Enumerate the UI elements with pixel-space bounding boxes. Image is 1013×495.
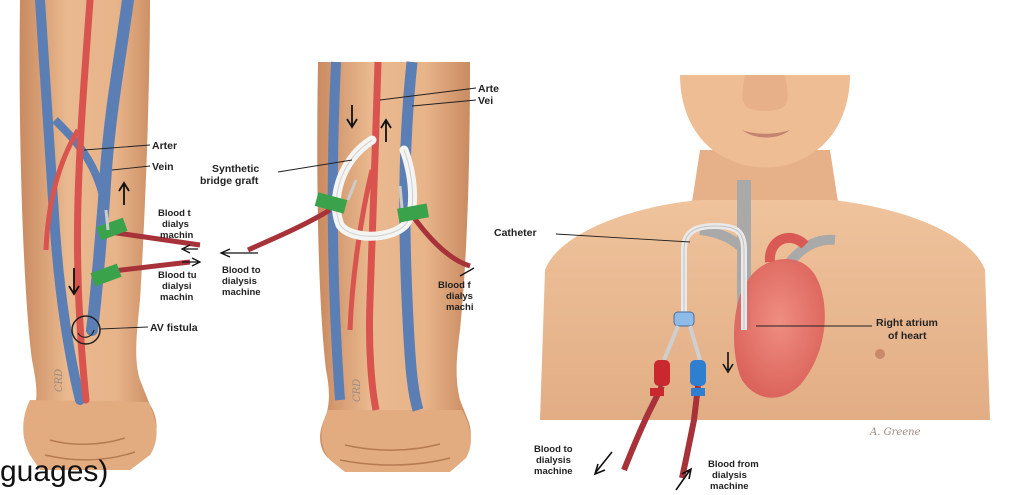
label-synthetic-1: Synthetic [212,163,259,175]
label-blood-to-2a: Blood to [222,265,261,276]
label-blood-from-2a: Blood f [438,280,472,291]
wrist-mark-1: CRD [54,369,65,392]
label-artery-1: Arter [152,140,177,152]
arrow-blood-to [595,452,612,474]
panel-catheter: Catheter Right atrium of heart Blood to … [494,75,990,492]
label-blood-to-1b: dialys [162,219,189,230]
label-blood-to-2b: dialysis [222,276,257,287]
label-blood-to-2c: machine [222,287,261,298]
tube-2-left [248,210,330,250]
label-blood-to-3a: Blood to [534,444,573,455]
label-blood-to-1c: machin [160,230,193,241]
catheter-hub [674,312,694,326]
label-av-fistula: AV fistula [150,322,198,334]
hand-2 [321,410,471,472]
nose [742,75,787,111]
panel-graft: Synthetic bridge graft Arte Vei Blood to… [200,62,499,472]
blue-clamp [690,360,706,386]
forearm-2 [317,62,471,470]
red-clamp [654,360,670,386]
label-blood-from-1b: dialysi [162,281,192,292]
needle-2b [400,186,402,208]
needle-1a [106,210,108,230]
label-blood-from-2c: machi [446,302,473,313]
wrist-mark-2: CRD [352,379,363,402]
label-synthetic-2: bridge graft [200,175,259,187]
label-artery-2: Arte [478,83,499,95]
label-blood-from-1c: machin [160,292,193,303]
label-blood-from-3c: machine [710,481,749,492]
label-right-atrium-2: of heart [888,330,927,342]
nipple [875,349,885,359]
label-blood-from-3a: Blood from [708,459,759,470]
label-vein-2: Vei [478,95,493,107]
panel-av-fistula: Arter Vein Blood t dialys machin Blood t… [20,0,200,470]
signature: A. Greene [869,427,921,438]
label-blood-to-3b: dialysis [536,455,571,466]
label-blood-from-2b: dialys [446,291,473,302]
caption-fragment: guages) [0,452,108,492]
label-blood-to-1a: Blood t [158,208,192,219]
label-blood-to-3c: machine [534,466,573,477]
label-catheter: Catheter [494,227,537,239]
label-blood-from-1a: Blood tu [158,270,197,281]
label-right-atrium-1: Right atrium [876,317,938,329]
label-blood-from-3b: dialysis [712,470,747,481]
label-vein-1: Vein [152,161,174,173]
